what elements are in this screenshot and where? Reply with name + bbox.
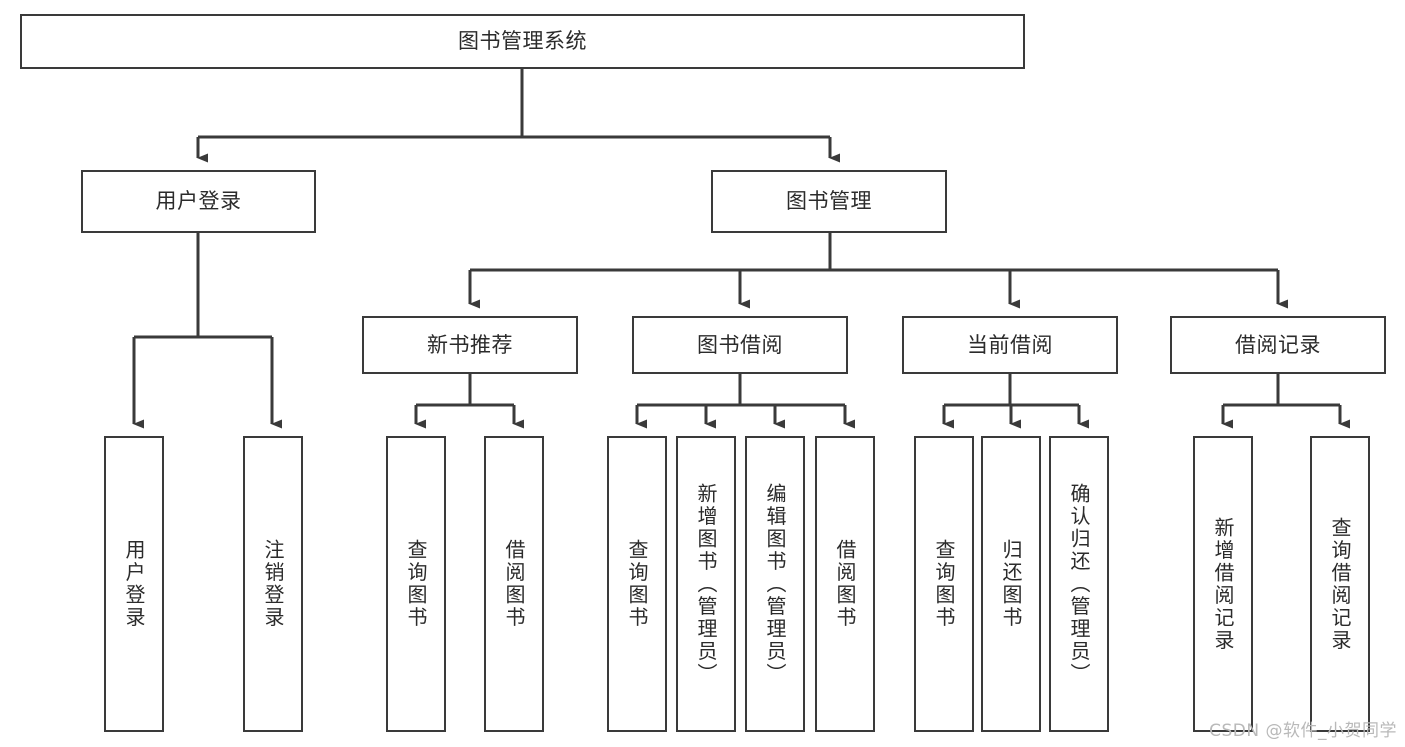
leaf-record-query-label: 查询借阅记录: [1328, 516, 1352, 652]
node-new-book-recommend-label: 新书推荐: [427, 332, 513, 357]
node-root-label: 图书管理系统: [458, 29, 587, 54]
node-book-management[interactable]: 图书管理: [711, 170, 947, 233]
leaf-borrow-query-book-label: 查询图书: [625, 539, 649, 629]
node-new-book-recommend[interactable]: 新书推荐: [362, 316, 578, 374]
leaf-record-add-label: 新增借阅记录: [1211, 516, 1235, 652]
leaf-new-book-borrow-label: 借阅图书: [502, 539, 526, 629]
leaf-borrow-query-book[interactable]: 查询图书: [607, 436, 667, 732]
node-current-borrow[interactable]: 当前借阅: [902, 316, 1118, 374]
leaf-borrow-edit-book-label: 编辑图书（管理员）: [763, 482, 787, 686]
leaf-borrow-add-book[interactable]: 新增图书（管理员）: [676, 436, 736, 732]
leaf-user-login-signin-label: 用户登录: [122, 539, 146, 629]
leaf-new-book-query[interactable]: 查询图书: [386, 436, 446, 732]
leaf-current-query-book[interactable]: 查询图书: [914, 436, 974, 732]
node-book-borrow-label: 图书借阅: [697, 332, 783, 357]
leaf-borrow-borrow-book[interactable]: 借阅图书: [815, 436, 875, 732]
leaf-new-book-query-label: 查询图书: [404, 539, 428, 629]
leaf-borrow-add-book-label: 新增图书（管理员）: [694, 482, 718, 686]
node-user-login-label: 用户登录: [155, 189, 242, 214]
leaf-user-login-signout[interactable]: 注销登录: [243, 436, 303, 732]
leaf-borrow-edit-book[interactable]: 编辑图书（管理员）: [745, 436, 805, 732]
node-current-borrow-label: 当前借阅: [967, 332, 1053, 357]
leaf-borrow-borrow-book-label: 借阅图书: [833, 539, 857, 629]
leaf-new-book-borrow[interactable]: 借阅图书: [484, 436, 544, 732]
node-user-login[interactable]: 用户登录: [81, 170, 316, 233]
leaf-current-return-book-label: 归还图书: [999, 539, 1023, 629]
node-borrow-record[interactable]: 借阅记录: [1170, 316, 1386, 374]
node-borrow-record-label: 借阅记录: [1235, 332, 1321, 357]
leaf-user-login-signin[interactable]: 用户登录: [104, 436, 164, 732]
leaf-record-add[interactable]: 新增借阅记录: [1193, 436, 1253, 732]
leaf-current-confirm-return-label: 确认归还（管理员）: [1067, 482, 1091, 686]
leaf-current-query-book-label: 查询图书: [932, 539, 956, 629]
node-book-borrow[interactable]: 图书借阅: [632, 316, 848, 374]
node-book-management-label: 图书管理: [786, 189, 872, 214]
leaf-user-login-signout-label: 注销登录: [261, 539, 285, 629]
leaf-current-confirm-return[interactable]: 确认归还（管理员）: [1049, 436, 1109, 732]
leaf-current-return-book[interactable]: 归还图书: [981, 436, 1041, 732]
node-root[interactable]: 图书管理系统: [20, 14, 1025, 69]
leaf-record-query[interactable]: 查询借阅记录: [1310, 436, 1370, 732]
